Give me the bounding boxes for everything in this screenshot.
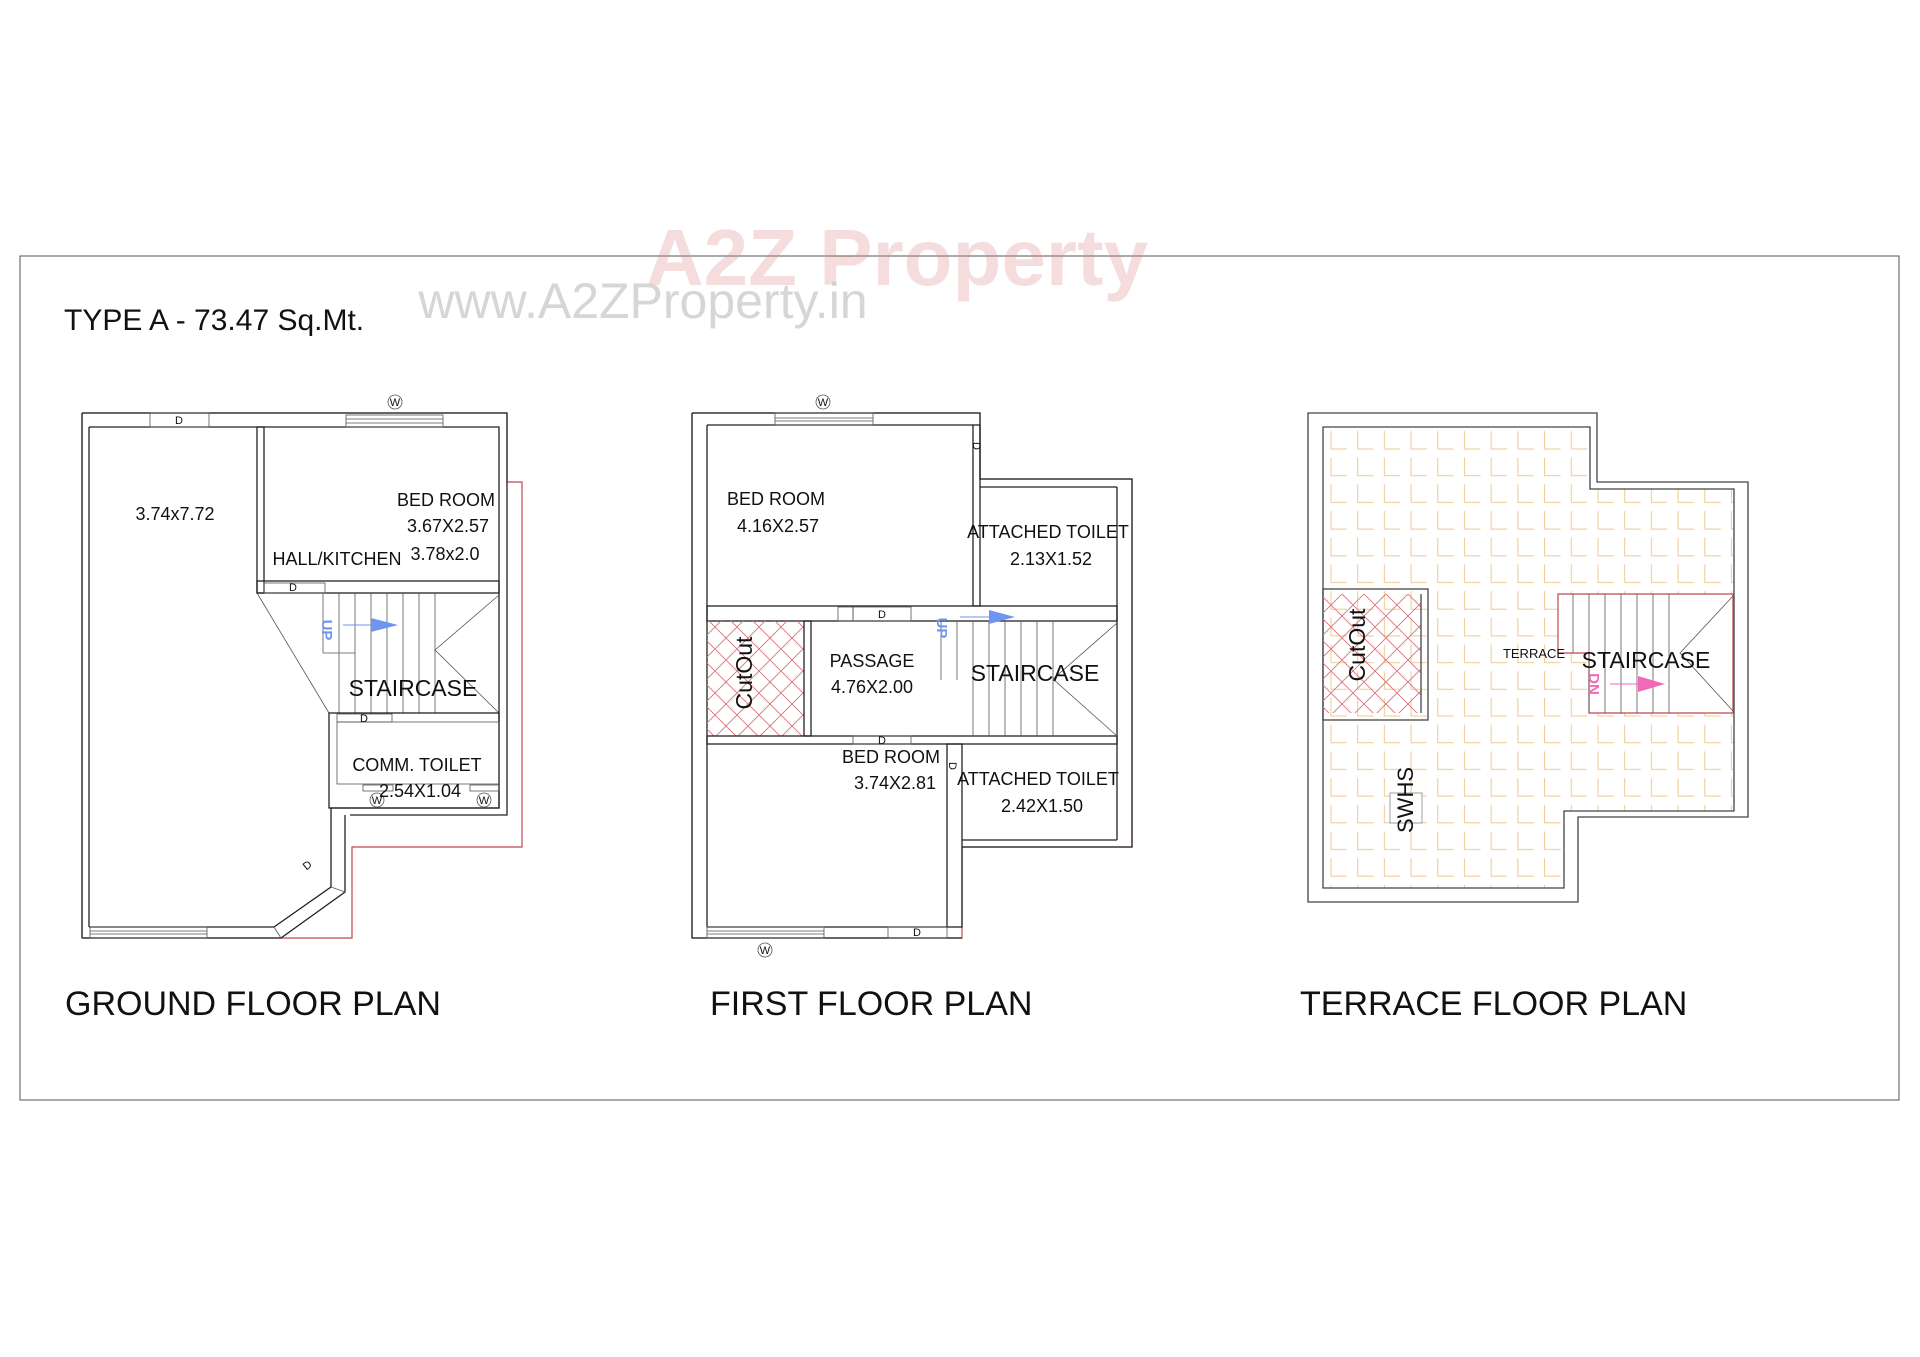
ground-floor-caption: GROUND FLOOR PLAN [65,985,441,1023]
terrace-floor-dn-text: DN [1585,673,1602,695]
first-bedroom1-label: BED ROOM [727,489,825,509]
watermark-url: www.A2ZProperty.in [417,273,867,329]
up-arrow-icon [371,618,398,632]
first-floor-plan: D D CutOut D UP D W D W BED RO [691,394,1133,958]
ground-floor-plan: D W D UP D W W [81,394,523,939]
first-floor-window-text: W [818,397,829,409]
first-staircase: UP [933,610,1118,737]
comm-toilet-label: COMM. TOILET [352,755,481,775]
first-floor-toilet-2-size-text: 2.42X1.50 [1001,796,1083,816]
first-floor-door-text: D [878,735,886,747]
down-arrow-icon [1638,676,1665,692]
ground-floor-hall-kitchen-size2-text: 3.78x2.0 [410,544,479,564]
sheet-border [19,255,1900,1101]
first-floor-door-text: D [913,927,921,939]
first-floor-passage-size-text: 4.76X2.00 [831,677,913,697]
terrace-staircase-label: STAIRCASE [1582,647,1711,673]
ground-staircase: UP [318,593,500,714]
ground-floor-door-text: D [175,415,183,427]
first-floor-door-text: D [946,762,958,770]
passage-label: PASSAGE [830,651,915,671]
terrace-floor-caption: TERRACE FLOOR PLAN [1300,985,1687,1023]
watermark-logo: A2Z Property [646,213,1149,302]
first-floor-bed-room-1-size-text: 4.16X2.57 [737,516,819,536]
swhs-label: SWHS [1393,767,1418,833]
ground-floor-window-text: W [372,795,383,807]
terrace-label: TERRACE [1503,646,1565,661]
swhs-box [1389,792,1423,824]
ground-floor-toilet-size-text: 2.54X1.04 [379,781,461,801]
first-floor-caption: FIRST FLOOR PLAN [710,985,1032,1023]
ground-staircase-label: STAIRCASE [349,675,478,701]
first-floor-bed-room-2-size-text: 3.74X2.81 [854,773,936,793]
first-cutout-label: CutOut [731,636,757,709]
first-floor-door-text: D [878,609,886,621]
ground-floor-door-text: D [289,582,297,594]
terrace-tiles [1323,427,1734,888]
terrace-cutout-label: CutOut [1344,608,1370,681]
door-top [149,412,210,428]
ground-floor-up-text: UP [318,620,335,641]
first-floor-up-text: UP [933,618,950,639]
window-marker [387,394,403,410]
ground-bedroom-label: BED ROOM [397,490,495,510]
first-staircase-label: STAIRCASE [971,660,1100,686]
window-top [345,414,444,428]
ground-floor-window-text: W [390,397,401,409]
ground-floor-door-text: D [360,713,368,725]
hall-kitchen-label: HALL/KITCHEN [272,549,401,569]
first-floor-window-text: W [760,945,771,957]
ground-floor-door-text: D [301,859,315,873]
hall-kitchen-size: 3.74x7.72 [135,504,214,524]
terrace-floor-plan: CutOut TERRACE STAIRCASE DN SWHS [1307,412,1749,903]
watermark-brand-text: A2Z Property [646,213,1149,302]
first-bedroom2-label: BED ROOM [842,747,940,767]
plan-type-title: TYPE A - 73.47 Sq.Mt. [64,304,364,337]
first-floor-toilet-1-size-text: 2.13X1.52 [1010,549,1092,569]
ground-floor-window-text: W [479,795,490,807]
up-arrow-icon [989,610,1015,624]
first-cutout-hatch [707,621,804,736]
ground-floor-bed-room-size-text: 3.67X2.57 [407,516,489,536]
first-toilet2-label: ATTACHED TOILET [957,769,1119,789]
first-floor-door-text: D [970,442,982,450]
first-toilet1-label: ATTACHED TOILET [967,522,1129,542]
